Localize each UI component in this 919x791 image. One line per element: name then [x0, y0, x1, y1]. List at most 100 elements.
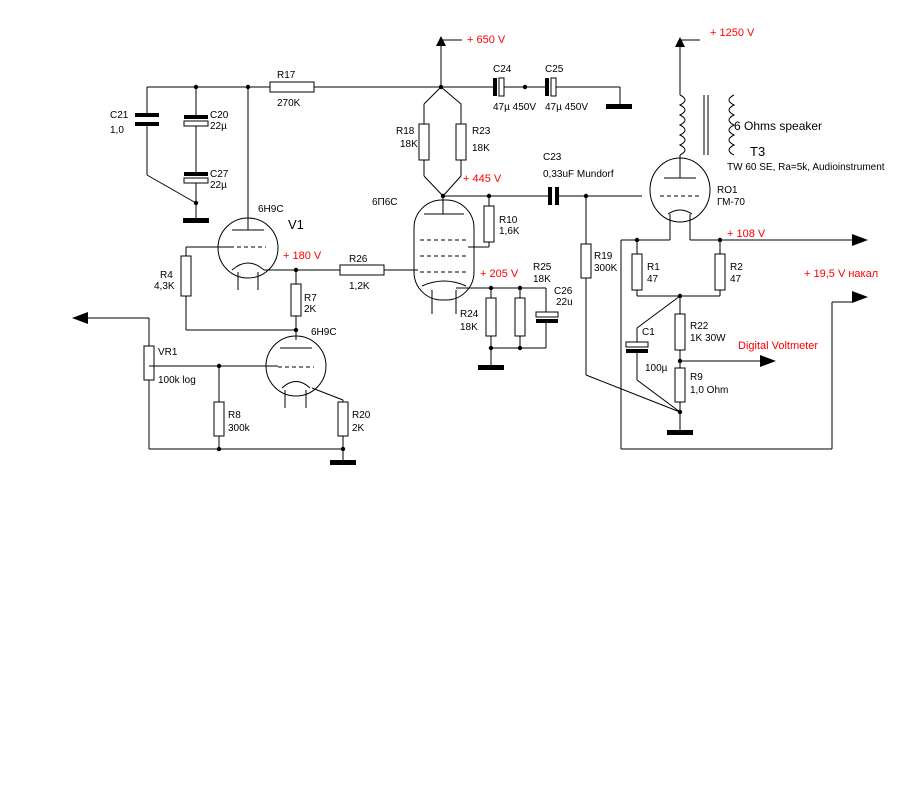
label-speaker: 6 Ohms speaker: [734, 119, 822, 133]
label-c21-val: 1,0: [110, 125, 124, 136]
label-6n9s-bottom: 6Н9С: [311, 327, 337, 338]
label-c25-name: C25: [545, 64, 564, 75]
label-v1250: + 1250 V: [710, 27, 755, 39]
resistor-r17: [269, 81, 315, 93]
label-r8-name: R8: [228, 410, 241, 421]
resistor-r23: [455, 123, 467, 161]
label-v180: + 180 V: [283, 250, 322, 262]
label-r4-val: 4,3K: [154, 281, 175, 292]
resistor-r22: [674, 313, 686, 351]
ground-symbol-r9: [667, 430, 693, 435]
label-r18-name: R18: [396, 126, 415, 137]
resistor-r7: [290, 283, 302, 317]
tube-v1: [217, 217, 279, 290]
label-r7-val: 2K: [304, 304, 317, 315]
potentiometer-vr1: [72, 312, 343, 450]
top-rail: [147, 36, 493, 93]
label-c24-name: C24: [493, 64, 512, 75]
label-r8-val: 300k: [228, 423, 251, 434]
label-r20-val: 2K: [352, 423, 365, 434]
label-r2-name: R2: [730, 262, 743, 273]
capacitor-c24: [493, 77, 505, 97]
label-gm70: ГМ-70: [717, 197, 745, 208]
label-r24-name: R24: [460, 309, 479, 320]
label-r10-name: R10: [499, 215, 518, 226]
capacitor-c1: [625, 341, 649, 353]
label-c1-val: 100µ: [645, 363, 668, 374]
label-r26-val: 1,2K: [349, 281, 370, 292]
resistor-r2: [714, 253, 726, 291]
resistor-r24: [485, 297, 497, 337]
label-r18-val: 18K: [400, 139, 418, 150]
capacitor-c26: [535, 311, 559, 323]
label-r9-val: 1,0 Ohm: [690, 385, 728, 396]
label-t3-desc: TW 60 SE, Ra=5k, Audioinstrument: [727, 162, 885, 173]
label-c20-val: 22µ: [210, 121, 227, 132]
label-t3: T3: [750, 144, 765, 159]
component-labels: R17 270K C24 47µ 450V C25 47µ 450V C21 1…: [110, 64, 743, 434]
tube-6n9s-lower: [265, 335, 327, 408]
label-r1-val: 47: [647, 274, 659, 285]
label-r23-name: R23: [472, 126, 491, 137]
label-r26-name: R26: [349, 254, 368, 265]
label-c25-val: 47µ 450V: [545, 102, 588, 113]
transformer-t3: [675, 37, 736, 158]
label-c27-val: 22µ: [210, 180, 227, 191]
resistor-r10: [483, 205, 495, 243]
label-c21-name: C21: [110, 110, 129, 121]
resistor-r20: [337, 401, 349, 437]
label-v1: V1: [288, 217, 304, 232]
label-r4-name: R4: [160, 270, 173, 281]
resistor-r9: [674, 367, 686, 403]
resistor-r25: [514, 297, 526, 337]
label-r22-val: 1K 30W: [690, 333, 726, 344]
label-ro1: RO1: [717, 185, 738, 196]
resistor-r18: [418, 123, 430, 161]
label-vr1-name: VR1: [158, 347, 178, 358]
label-vr1-val: 100k log: [158, 375, 196, 386]
label-c26-name: C26: [554, 286, 573, 297]
c20-c27-branch: [183, 87, 209, 223]
label-v19: + 19,5 V накал: [804, 268, 878, 280]
ground-symbol-left: [183, 218, 209, 223]
label-r22-name: R22: [690, 321, 709, 332]
label-r1-name: R1: [647, 262, 660, 273]
label-c23-val: 0,33uF Mundorf: [543, 169, 614, 180]
label-c27-name: C27: [210, 169, 229, 180]
label-c23-name: C23: [543, 152, 562, 163]
label-r10-val: 1,6K: [499, 226, 520, 237]
label-v445: + 445 V: [463, 173, 502, 185]
ground-symbol-r20: [330, 460, 356, 465]
label-r19-name: R19: [594, 251, 613, 262]
label-v650: + 650 V: [467, 34, 506, 46]
resistor-r1: [631, 253, 643, 291]
resistor-r4: [180, 255, 192, 297]
c21-branch: [135, 87, 197, 204]
capacitor-c25: [545, 77, 557, 97]
ground-symbol-r24: [478, 365, 504, 370]
resistor-r26: [339, 264, 385, 276]
capacitor-c23: [548, 187, 559, 205]
label-r17-val: 270K: [277, 98, 301, 109]
label-v205: + 205 V: [480, 268, 519, 280]
tube-6p6s: [413, 199, 475, 314]
label-r25-name: R25: [533, 262, 552, 273]
label-v108: + 108 V: [727, 228, 766, 240]
label-c1-name: C1: [642, 327, 655, 338]
label-r2-val: 47: [730, 274, 742, 285]
label-6p6s: 6П6С: [372, 197, 398, 208]
label-r20-name: R20: [352, 410, 371, 421]
label-c24-val: 47µ 450V: [493, 102, 536, 113]
label-r19-val: 300K: [594, 263, 618, 274]
label-digital-voltmeter: Digital Voltmeter: [738, 340, 818, 352]
label-r23-val: 18K: [472, 143, 490, 154]
label-r9-name: R9: [690, 372, 703, 383]
ground-symbol-c25: [606, 104, 632, 109]
label-c20-name: C20: [210, 110, 229, 121]
voltage-labels: + 650 V + 1250 V + 445 V + 180 V + 205 V…: [283, 27, 878, 352]
label-6n9s-top: 6Н9С: [258, 204, 284, 215]
tube-labels: 6Н9С V1 6Н9С 6П6С RO1 ГМ-70 6 Ohms speak…: [258, 119, 885, 338]
resistor-r8: [213, 401, 225, 437]
label-r25-val: 18K: [533, 274, 551, 285]
resistor-r19: [580, 243, 592, 279]
